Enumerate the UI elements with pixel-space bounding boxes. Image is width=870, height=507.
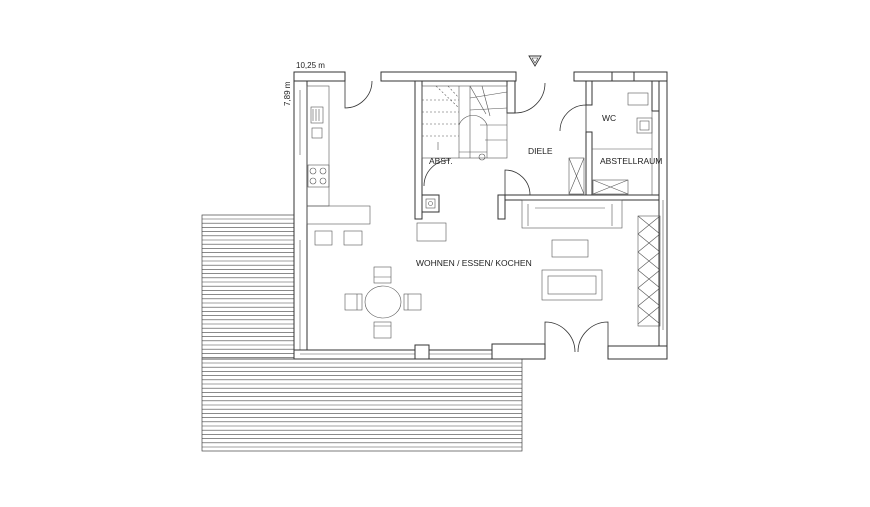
room-label-wohnen: WOHNEN / ESSEN/ KOCHEN (416, 258, 532, 268)
room-label-abstellraum: ABSTELLRAUM (600, 156, 662, 166)
room-label-diele: DIELE (528, 146, 553, 156)
dimension-width: 10,25 m (296, 61, 325, 70)
dimension-height: 7,89 m (283, 81, 292, 106)
living-furniture (521, 199, 661, 327)
interior-walls (414, 71, 660, 220)
entrance-triangle-icon (528, 55, 542, 67)
staircase (421, 85, 508, 161)
room-label-abst: ABST. (429, 156, 453, 166)
dining-table (344, 266, 422, 339)
doors (344, 80, 609, 353)
room-label-wc: WC (602, 113, 616, 123)
wc-fixtures (568, 92, 653, 195)
kitchen-units (306, 85, 447, 246)
terrace-decking (201, 214, 523, 452)
